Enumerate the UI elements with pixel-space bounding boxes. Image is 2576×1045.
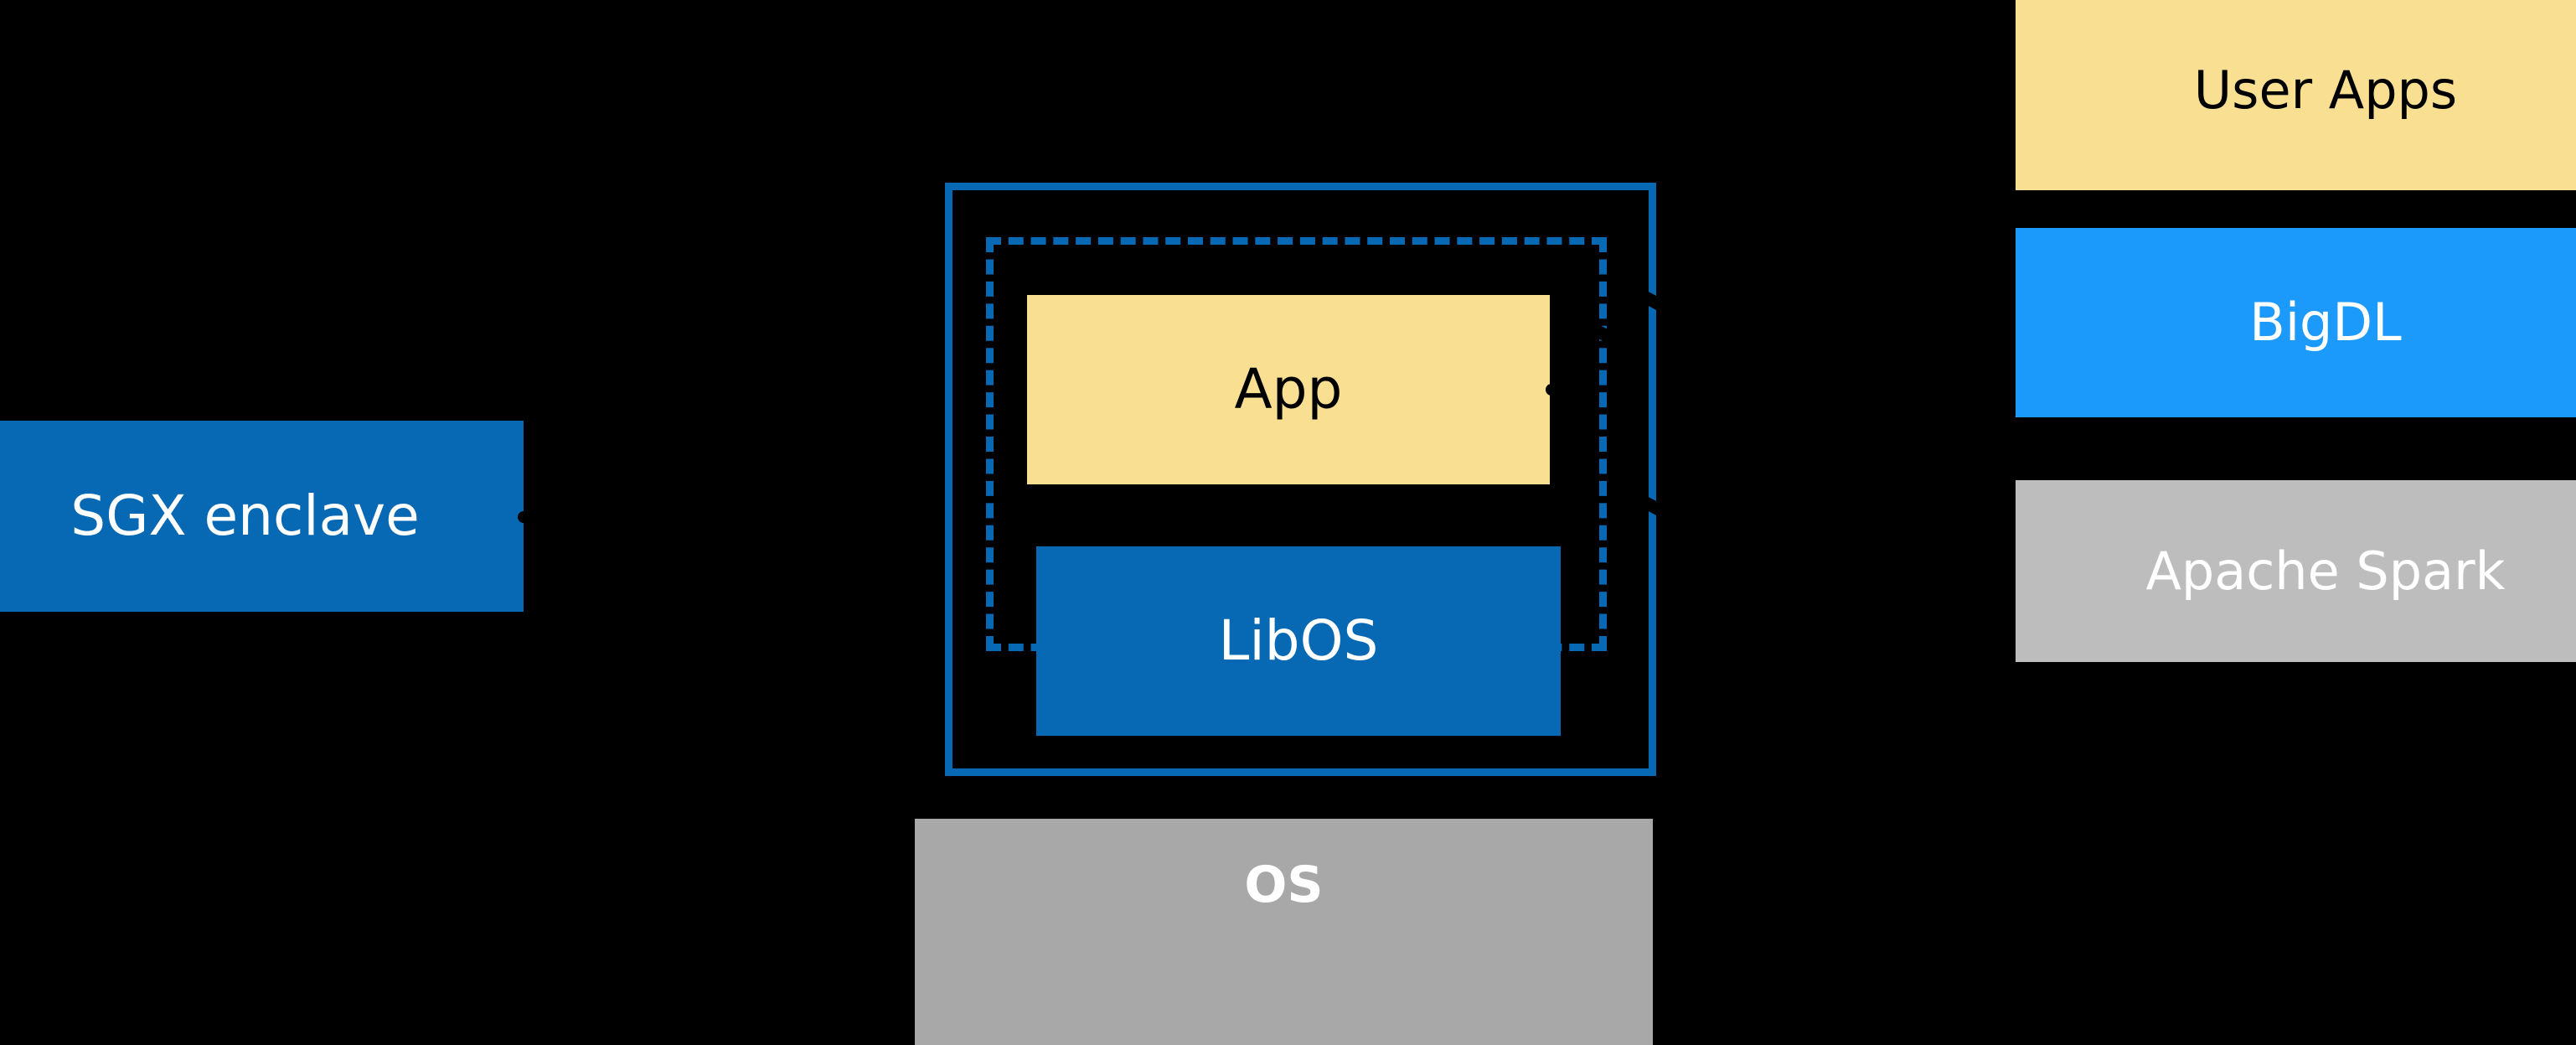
app-connector-dot	[1546, 384, 1557, 396]
sgx-enclave-box: SGX enclave	[0, 421, 524, 612]
app-box: App	[1027, 295, 1550, 484]
app-label: App	[1234, 357, 1343, 422]
libos-box: LibOS	[1036, 546, 1561, 736]
stack-layer-apache-spark: Apache Spark	[2016, 480, 2576, 662]
stack-layer-user-apps-label: User Apps	[2193, 59, 2458, 121]
libos-label: LibOS	[1218, 608, 1379, 674]
sgx-connector-dot	[518, 511, 529, 523]
sgx-enclave-label: SGX enclave	[70, 484, 420, 549]
stack-layer-user-apps: User Apps	[2016, 0, 2576, 190]
os-label: OS	[1244, 856, 1324, 914]
stack-layer-apache-spark-label: Apache Spark	[2145, 540, 2506, 602]
os-box: OS	[915, 819, 1653, 1045]
stack-layer-bigdl-label: BigDL	[2249, 292, 2402, 354]
stack-layer-bigdl: BigDL	[2016, 228, 2576, 417]
enclave-boundary-frame	[945, 183, 1656, 776]
